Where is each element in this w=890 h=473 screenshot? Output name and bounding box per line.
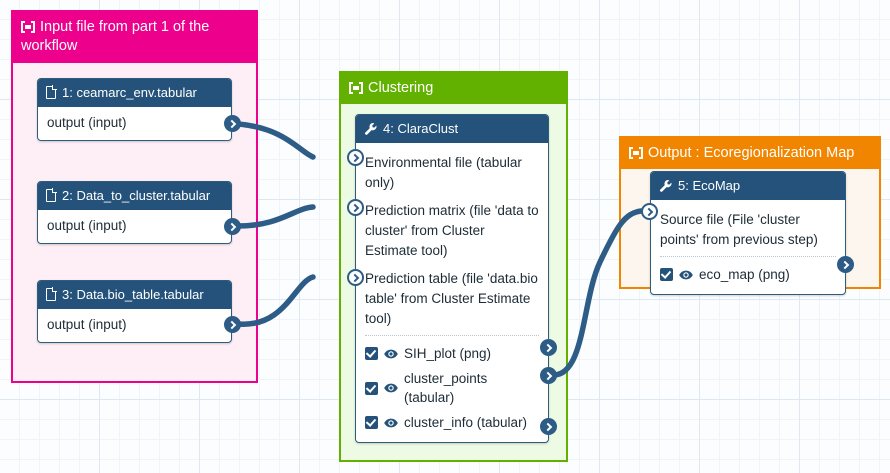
picture-comment-icon — [349, 81, 363, 94]
node-4-output-row-cluster-points[interactable]: cluster_points (tabular) — [365, 366, 539, 410]
eye-icon[interactable] — [384, 347, 398, 361]
node-1-output-label: output (input) — [47, 115, 127, 130]
node-5-input-terminal-source-file[interactable] — [641, 203, 658, 220]
node-5-body: Source file (File 'cluster points' from … — [651, 200, 845, 294]
node-4-output-row-sih-plot[interactable]: SIH_plot (png) — [365, 341, 539, 366]
comment-frame-clustering-title: Clustering — [368, 80, 434, 96]
node-4-claraclust[interactable]: 4: ClaraClust Environmental file (tabula… — [355, 114, 549, 443]
node-5-output-terminal-eco-map[interactable] — [837, 256, 854, 273]
comment-frame-output-header: Output : Ecoregionalization Map — [621, 138, 879, 170]
checkbox-sih-plot[interactable] — [365, 347, 378, 360]
node-4-output-label-sih-plot: SIH_plot (png) — [404, 346, 492, 361]
node-4-output-terminal-cluster-points[interactable] — [540, 367, 557, 384]
node-5-input-source-file: Source file (File 'cluster points' from … — [660, 212, 818, 247]
node-2-body: output (input) — [38, 210, 231, 243]
node-1-body: output (input) — [38, 107, 231, 140]
node-3-header[interactable]: 3: Data.bio_table.tabular — [38, 281, 231, 309]
file-icon — [46, 287, 57, 302]
node-1-title: 1: ceamarc_env.tabular — [62, 85, 197, 100]
node-4-input-terminal-prediction-matrix[interactable] — [347, 199, 364, 216]
node-1-output-terminal[interactable] — [224, 115, 241, 132]
node-3-output-terminal[interactable] — [224, 316, 241, 333]
picture-comment-icon — [629, 146, 643, 159]
eye-icon[interactable] — [384, 381, 398, 395]
eye-icon[interactable] — [384, 416, 398, 430]
node-4-input-terminal-prediction-table[interactable] — [347, 269, 364, 286]
file-icon — [46, 85, 57, 100]
node-2-output-terminal[interactable] — [224, 218, 241, 235]
node-2-data-to-cluster[interactable]: 2: Data_to_cluster.tabular output (input… — [37, 181, 232, 244]
node-4-output-label-cluster-info: cluster_info (tabular) — [404, 415, 528, 430]
node-5-ecomap[interactable]: 5: EcoMap Source file (File 'cluster poi… — [650, 171, 846, 295]
node-1-ceamarc-env[interactable]: 1: ceamarc_env.tabular output (input) — [37, 78, 232, 141]
node-2-header[interactable]: 2: Data_to_cluster.tabular — [38, 182, 231, 210]
node-3-title: 3: Data.bio_table.tabular — [62, 287, 204, 302]
node-4-input-prediction-table: Prediction table (file 'data.bio table' … — [365, 271, 538, 326]
node-3-data-bio-table[interactable]: 3: Data.bio_table.tabular output (input) — [37, 280, 232, 343]
node-5-output-row-eco-map[interactable]: eco_map (png) — [660, 262, 836, 287]
node-4-header[interactable]: 4: ClaraClust — [356, 115, 548, 143]
node-4-body: Environmental file (tabular only) Predic… — [356, 143, 548, 442]
node-2-title: 2: Data_to_cluster.tabular — [62, 188, 211, 203]
node-3-output-label: output (input) — [47, 317, 127, 332]
node-4-output-row-cluster-info[interactable]: cluster_info (tabular) — [365, 410, 539, 435]
eye-icon[interactable] — [679, 268, 693, 282]
node-4-input-terminal-environmental-file[interactable] — [347, 149, 364, 166]
comment-frame-output-title: Output : Ecoregionalization Map — [648, 145, 855, 161]
comment-frame-clustering-header: Clustering — [341, 73, 566, 105]
node-5-title: 5: EcoMap — [678, 178, 741, 193]
wrench-icon — [364, 122, 377, 135]
checkbox-cluster-info[interactable] — [365, 416, 378, 429]
checkbox-eco-map[interactable] — [660, 268, 673, 281]
picture-comment-icon — [21, 20, 35, 33]
node-4-output-terminal-cluster-info[interactable] — [540, 418, 557, 435]
node-2-output-label: output (input) — [47, 218, 127, 233]
output-separator — [365, 335, 539, 336]
comment-frame-input-header: Input file from part 1 of the workflow — [13, 12, 256, 63]
node-5-header[interactable]: 5: EcoMap — [651, 172, 845, 200]
file-icon — [46, 188, 57, 203]
wrench-icon — [659, 179, 672, 192]
node-4-input-environmental-file: Environmental file (tabular only) — [365, 155, 522, 190]
node-5-output-label-eco-map: eco_map (png) — [699, 267, 790, 282]
node-4-input-prediction-matrix: Prediction matrix (file 'data to cluster… — [365, 203, 539, 258]
comment-frame-input-title: Input file from part 1 of the workflow — [21, 19, 210, 55]
node-1-header[interactable]: 1: ceamarc_env.tabular — [38, 79, 231, 107]
node-4-title: 4: ClaraClust — [383, 121, 459, 136]
output-separator — [660, 256, 836, 257]
node-4-output-label-cluster-points: cluster_points (tabular) — [404, 371, 488, 405]
node-3-body: output (input) — [38, 309, 231, 342]
node-4-output-terminal-sih-plot[interactable] — [540, 339, 557, 356]
checkbox-cluster-points[interactable] — [365, 381, 378, 395]
